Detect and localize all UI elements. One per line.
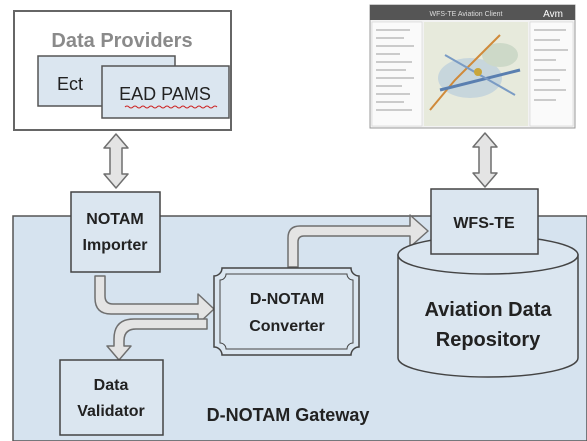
notam-importer-box xyxy=(70,191,161,273)
map-runway-1 xyxy=(439,68,521,92)
aviation-data-repository: Aviation Data Repository xyxy=(397,235,579,378)
data-providers-group: Data Providers Ect EAD PAMS xyxy=(13,10,232,131)
wfs-te-box xyxy=(430,188,539,255)
data-providers-title: Data Providers xyxy=(51,30,192,52)
screenshot-titlebar xyxy=(370,5,575,20)
screenshot-right-lines xyxy=(534,29,568,101)
arrow-importer-converter xyxy=(94,275,215,325)
gateway-label: D-NOTAM Gateway xyxy=(207,405,370,425)
arrow-converter-wfs xyxy=(287,214,429,268)
wfs-te-label: WFS-TE xyxy=(453,215,515,232)
arrow-client-wfs xyxy=(472,132,498,188)
repository-line1: Aviation Data xyxy=(424,299,552,321)
provider-box-front-label: EAD PAMS xyxy=(119,84,211,104)
map-marker xyxy=(474,68,482,76)
arrow-providers-importer xyxy=(103,133,129,189)
d-notam-converter-line1: D-NOTAM xyxy=(250,291,324,308)
provider-box-front xyxy=(101,65,230,119)
d-notam-converter-line2: Converter xyxy=(249,318,325,335)
screenshot-title: WFS-TE Aviation Client xyxy=(429,11,502,18)
notam-importer-line2: Importer xyxy=(83,237,148,254)
repository-cylinder-body xyxy=(397,254,579,378)
screenshot-left-lines xyxy=(376,29,414,111)
provider-box-back-label: Ect xyxy=(57,74,83,94)
notam-importer-line1: NOTAM xyxy=(86,211,143,228)
d-notam-converter-box xyxy=(213,267,360,356)
screenshot-brand: Avm xyxy=(543,9,563,20)
repository-line2: Repository xyxy=(436,329,541,351)
screenshot-right-panel xyxy=(529,21,574,127)
client-screenshot: WFS-TE Aviation Client Avm xyxy=(369,4,576,129)
data-validator-line2: Validator xyxy=(77,403,145,420)
spellcheck-underline xyxy=(124,105,218,109)
data-validator-line1: Data xyxy=(94,377,129,394)
map-area-2 xyxy=(482,43,518,67)
data-validator-box xyxy=(59,359,164,436)
arrow-converter-validator xyxy=(106,318,208,361)
d-notam-converter-inner-border xyxy=(219,273,354,350)
map-route xyxy=(429,34,501,111)
screenshot-left-panel xyxy=(371,21,423,127)
